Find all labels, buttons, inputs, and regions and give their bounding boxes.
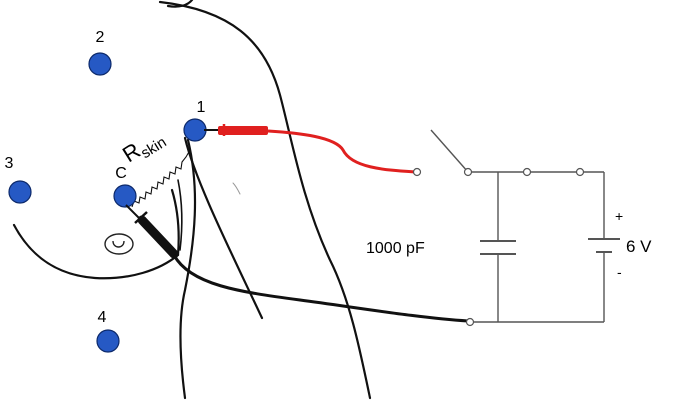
red-probe-handle xyxy=(218,126,268,135)
circuit xyxy=(430,129,620,323)
black-probe[interactable] xyxy=(125,204,469,323)
electrode-3[interactable] xyxy=(8,180,32,204)
electrode-2[interactable] xyxy=(88,52,112,76)
chest-line xyxy=(12,223,180,280)
electrode-3-label: 3 xyxy=(5,155,14,172)
terminal-red-input[interactable] xyxy=(412,167,422,177)
skin-resistor xyxy=(131,149,191,208)
armpit-line xyxy=(170,188,180,257)
battery-minus-label: - xyxy=(617,264,622,280)
chest-upper-curve xyxy=(177,179,183,251)
shoulder-line xyxy=(158,0,372,400)
black-lead-wire xyxy=(172,254,469,323)
battery-plus-label: + xyxy=(615,208,623,224)
terminal-top-middle[interactable] xyxy=(522,167,532,177)
right-shoulder-top xyxy=(166,0,194,8)
resistor-zigzag xyxy=(131,149,191,208)
terminal-top-right[interactable] xyxy=(575,167,585,177)
switch-icon[interactable] xyxy=(430,129,469,173)
electrode-1[interactable] xyxy=(183,118,207,142)
red-lead-wire xyxy=(267,129,416,174)
arm-front-line xyxy=(179,138,197,400)
electrode-4-label: 4 xyxy=(98,309,107,326)
electrodes xyxy=(8,52,207,353)
electrode-2-label: 2 xyxy=(96,29,105,46)
armpit-fold xyxy=(232,182,241,195)
resistor-label: R skin xyxy=(118,134,170,168)
navel-icon xyxy=(104,233,134,255)
black-probe-handle xyxy=(137,215,179,259)
electrode-c-label: C xyxy=(115,165,127,182)
capacitor-label: 1000 pF xyxy=(366,240,425,257)
battery-label: 6 V xyxy=(626,237,652,256)
terminals xyxy=(412,167,585,327)
electrode-1-label: 1 xyxy=(197,99,206,116)
torso-outline xyxy=(12,0,372,400)
electrode-4[interactable] xyxy=(96,329,120,353)
red-probe[interactable] xyxy=(204,124,416,174)
electrode-c[interactable] xyxy=(113,184,137,208)
terminal-switch-pivot[interactable] xyxy=(463,167,473,177)
terminal-black-input[interactable] xyxy=(465,317,475,327)
